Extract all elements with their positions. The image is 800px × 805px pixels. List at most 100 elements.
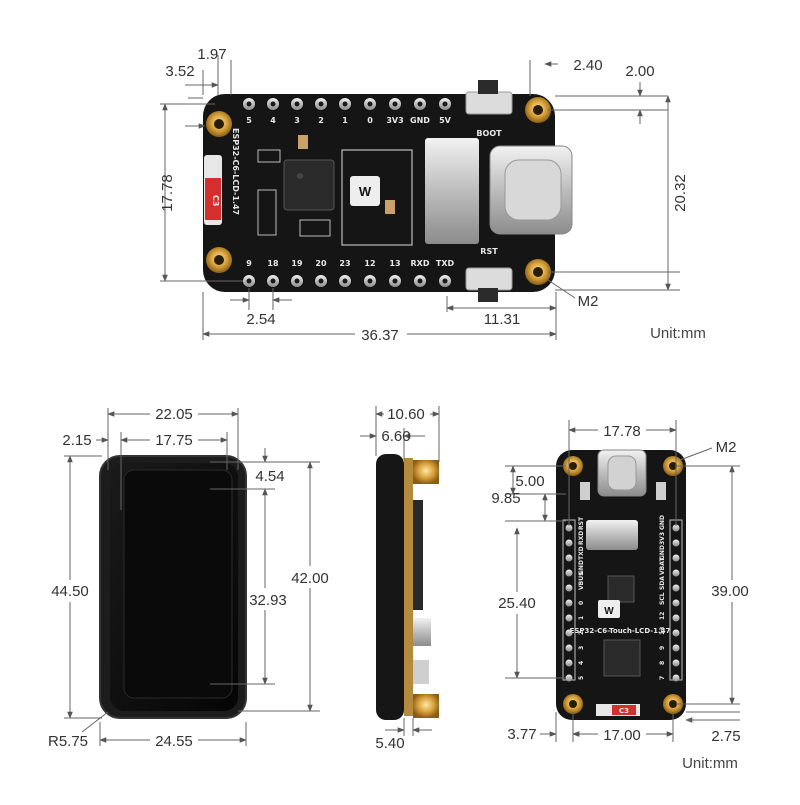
- component-area: [341, 149, 413, 246]
- bottom-pin-labels: 9 18 19 20 23 12 13 RXD TXD: [246, 259, 454, 268]
- back-button: [656, 482, 666, 500]
- dim-5-00: 5.00: [515, 473, 544, 490]
- c3-label: C3: [211, 195, 220, 206]
- dim-5-40: 5.40: [375, 735, 404, 752]
- dim-2-40: 2.40: [573, 57, 602, 74]
- top-view-dimensions: 17.78 3.52 1.97 2.40 2.00 20.32: [159, 46, 689, 344]
- logo-icon: [350, 176, 380, 206]
- dim-25-40: 25.40: [498, 595, 536, 612]
- pin-label: 3: [578, 646, 585, 650]
- pin-label: 5: [578, 676, 585, 680]
- back-c3-label: C3: [619, 707, 629, 715]
- svg-text:W: W: [604, 606, 614, 617]
- dim-32-93: 32.93: [249, 592, 287, 609]
- pin-label: 9: [246, 259, 252, 268]
- side-lcd-body: [376, 454, 404, 720]
- pin-label: SCL: [659, 592, 666, 605]
- back-chip: [607, 575, 635, 603]
- side-standoff-top: [413, 460, 439, 484]
- boot-label: BOOT: [476, 129, 502, 138]
- back-logo-icon: [598, 600, 620, 618]
- m2-label-back: M2: [716, 439, 737, 456]
- m2-label: M2: [578, 293, 599, 310]
- pin-label: 3: [294, 116, 300, 125]
- pin-label: SDA: [659, 576, 666, 590]
- pin-label: 2: [578, 631, 585, 635]
- pin-label: 0: [578, 601, 585, 605]
- top-pin-row: [243, 98, 451, 110]
- side-button: [413, 660, 429, 684]
- pin-label: 12: [659, 612, 666, 620]
- side-usb: [413, 618, 431, 646]
- dim-3-52: 3.52: [165, 63, 194, 80]
- lcd-front-view: 22.05 17.75 2.15 4.54 32.93 42.00: [48, 405, 332, 750]
- pin-label: 12: [364, 259, 375, 268]
- pin-label: 7: [659, 676, 666, 680]
- dim-22-05: 22.05: [155, 406, 193, 423]
- unit-label-top: Unit:mm: [650, 325, 706, 342]
- pin-label: 5: [246, 116, 252, 125]
- pin-label: 13: [389, 259, 400, 268]
- pin-label: RXD: [411, 259, 430, 268]
- pin-label: 4: [270, 116, 276, 125]
- side-pcb-edge: [404, 458, 413, 716]
- pin-label: 9: [659, 646, 666, 650]
- pin-label: 20: [315, 259, 327, 268]
- pin-label: 19: [291, 259, 303, 268]
- dim-20-32: 20.32: [672, 174, 689, 212]
- dim-2-00: 2.00: [625, 63, 654, 80]
- dim-1-97: 1.97: [197, 46, 226, 63]
- pin-label: 5V: [439, 116, 452, 125]
- dim-3-77: 3.77: [507, 726, 536, 743]
- pin-label: RST: [578, 516, 585, 530]
- back-left-pin-labels: RST RXD TXD GND VBUS 0 1 2 3 4 5: [578, 516, 585, 680]
- pin-label: GND: [410, 116, 430, 125]
- c3-marker: [205, 178, 221, 220]
- back-shield: [586, 520, 638, 550]
- unit-label-back: Unit:mm: [682, 755, 738, 772]
- dim-44-50: 44.50: [51, 583, 89, 600]
- dim-r5-75: R5.75: [48, 733, 88, 750]
- back-dimensions: 17.78 M2 5.00 9.85 25.40 39.00: [491, 420, 756, 745]
- pin-label: TXD: [436, 259, 455, 268]
- dim-2-15: 2.15: [62, 432, 91, 449]
- side-dimensions: 10.60 6.60 5.40: [360, 405, 440, 752]
- dim-39-00: 39.00: [711, 583, 749, 600]
- pin-label: 4: [578, 661, 585, 665]
- pin-label: 3V3: [659, 532, 666, 545]
- pin-label: RXD: [578, 531, 585, 545]
- top-pin-labels: 5 4 3 2 1 0 3V3 GND 5V: [246, 116, 451, 125]
- esp32-chip: [283, 159, 335, 211]
- side-standoff-bottom: [413, 694, 439, 718]
- dim-24-55: 24.55: [155, 733, 193, 750]
- dim-10-60: 10.60: [387, 406, 425, 423]
- dim-2-54: 2.54: [246, 311, 275, 328]
- dim-42-00: 42.00: [291, 570, 329, 587]
- dim-6-60: 6.60: [381, 428, 410, 445]
- pin-label: 2: [318, 116, 324, 125]
- pin-label: 8: [659, 661, 666, 665]
- pin-label: TXD: [578, 546, 585, 560]
- dim-17-00: 17.00: [603, 727, 641, 744]
- pin-label: 23: [339, 259, 350, 268]
- dim-9-85: 9.85: [491, 490, 520, 507]
- rst-label: RST: [480, 247, 498, 256]
- back-chip: [603, 639, 641, 677]
- pin-label: 1: [342, 116, 348, 125]
- dim-2-75: 2.75: [711, 728, 740, 745]
- back-button: [580, 482, 590, 500]
- top-view: C3 ESP32-C6-LCD-1.47 5 4 3 2 1 0 3V3 GND…: [159, 46, 706, 344]
- dim-36-37: 36.37: [361, 327, 399, 344]
- side-view: 10.60 6.60 5.40: [360, 405, 440, 752]
- top-board-name: ESP32-C6-LCD-1.47: [231, 128, 240, 215]
- pin-label: GND: [659, 515, 666, 530]
- svg-text:W: W: [359, 184, 372, 199]
- lcd-active-area: [123, 469, 233, 699]
- boot-button: [465, 91, 513, 115]
- lcd-dimensions: 22.05 17.75 2.15 4.54 32.93 42.00: [48, 405, 332, 750]
- shield-can: [425, 138, 479, 244]
- back-right-pin-labels: GND 3V3 GND VBAT SDA SCL 12 13 9 8 7: [659, 515, 666, 680]
- pin-label: VBUS: [578, 572, 585, 590]
